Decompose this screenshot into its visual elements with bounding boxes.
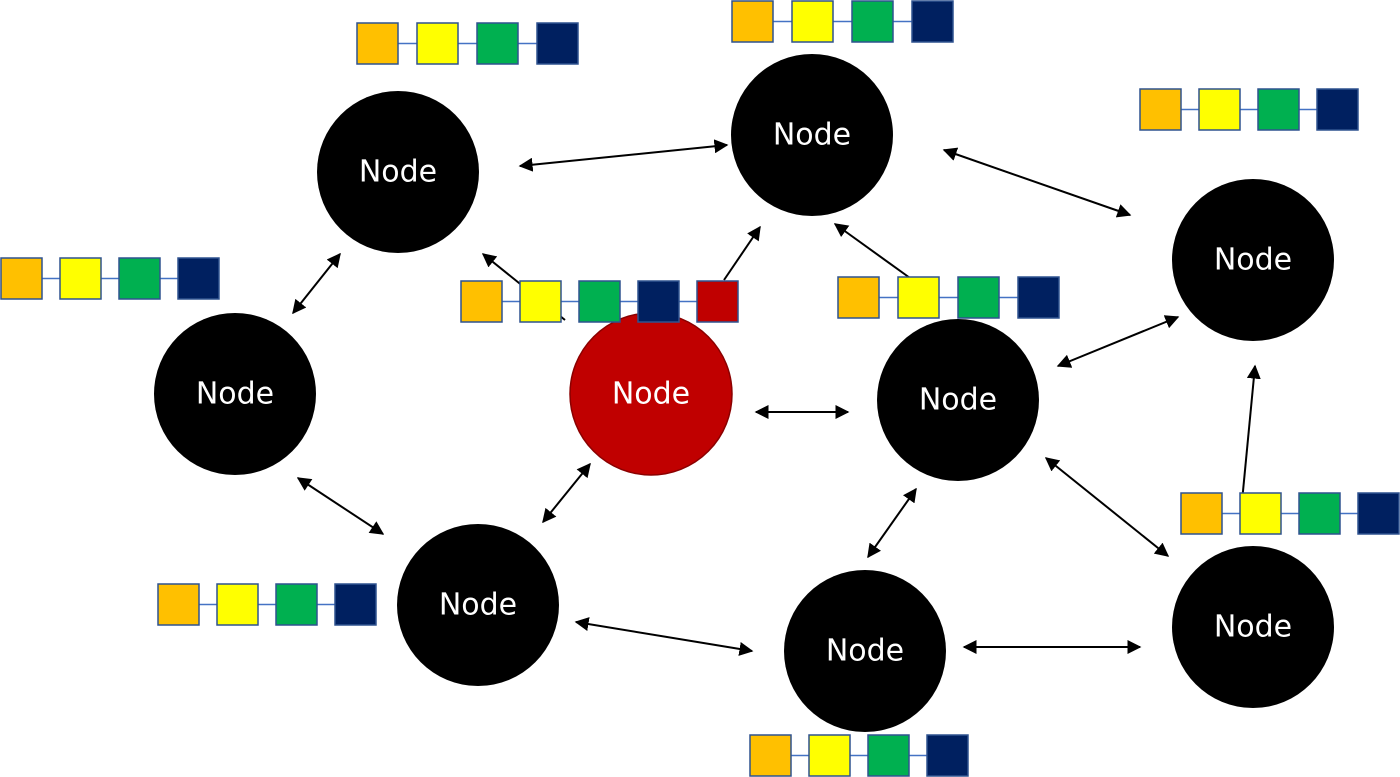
block-1 xyxy=(157,583,200,626)
node-label: Node xyxy=(919,383,997,418)
node-n3: Node xyxy=(1172,179,1334,341)
block-chain-c6 xyxy=(837,276,1060,319)
block-chain-c4 xyxy=(0,257,220,300)
block-1 xyxy=(837,276,880,319)
block-3 xyxy=(476,22,519,65)
node-n5: Node xyxy=(397,524,559,686)
block-chain-c2 xyxy=(731,0,954,43)
node-circle xyxy=(154,313,316,475)
edge-arrow-n6-n5 xyxy=(542,462,591,524)
node-label: Node xyxy=(1214,243,1292,278)
node-circle xyxy=(784,570,946,732)
block-3 xyxy=(275,583,318,626)
block-2 xyxy=(1198,88,1241,131)
block-2 xyxy=(791,0,834,43)
node-n9: Node xyxy=(1172,546,1334,708)
edge-arrow-n1-n2 xyxy=(518,139,729,172)
block-chain-c1 xyxy=(356,22,579,65)
block-4 xyxy=(637,280,680,323)
edge-arrow-n4-n5 xyxy=(296,477,385,535)
block-3 xyxy=(578,280,621,323)
block-4 xyxy=(926,734,969,777)
node-label: Node xyxy=(773,118,851,153)
node-label: Node xyxy=(826,634,904,669)
node-circle xyxy=(1172,546,1334,708)
edge-arrow-n6-n2 xyxy=(723,225,761,281)
block-2 xyxy=(416,22,459,65)
block-3 xyxy=(851,0,894,43)
block-chain-c3 xyxy=(1139,88,1359,131)
node-n1: Node xyxy=(317,91,479,253)
node-label: Node xyxy=(196,377,274,412)
block-chain-c7 xyxy=(1180,492,1400,535)
block-4 xyxy=(1316,88,1359,131)
block-1 xyxy=(731,0,774,43)
block-3 xyxy=(867,734,910,777)
block-3 xyxy=(1298,492,1341,535)
edge-arrow-n7-n9 xyxy=(1044,457,1170,557)
block-4 xyxy=(911,0,954,43)
node-label: Node xyxy=(439,588,517,623)
block-4 xyxy=(536,22,579,65)
block-1 xyxy=(749,734,792,777)
node-n4: Node xyxy=(154,313,316,475)
edge-arrow-n5-n8 xyxy=(574,617,754,656)
block-4 xyxy=(1017,276,1060,319)
node-n7: Node xyxy=(877,319,1039,481)
node-circle xyxy=(1172,179,1334,341)
block-3 xyxy=(957,276,1000,319)
node-circle xyxy=(877,319,1039,481)
block-1 xyxy=(356,22,399,65)
node-n2: Node xyxy=(731,54,893,216)
node-n8: Node xyxy=(784,570,946,732)
block-2 xyxy=(808,734,851,777)
node-label: Node xyxy=(612,377,690,412)
block-3 xyxy=(1257,88,1300,131)
block-2 xyxy=(1239,492,1282,535)
block-chain-c9 xyxy=(749,734,969,777)
block-4 xyxy=(177,257,220,300)
block-1 xyxy=(1180,492,1223,535)
block-1 xyxy=(460,280,503,323)
node-label: Node xyxy=(1214,610,1292,645)
edge-arrow-n7-n3 xyxy=(1056,315,1180,368)
block-2 xyxy=(216,583,259,626)
edge-arrow-n2-n3 xyxy=(942,147,1132,218)
edge-arrow-n10-n3 xyxy=(1240,364,1261,513)
block-2 xyxy=(519,280,562,323)
block-chain-c5 xyxy=(460,280,739,323)
node-n6: Node xyxy=(569,312,733,476)
block-4 xyxy=(1357,492,1400,535)
block-1 xyxy=(0,257,43,300)
block-chain-c8 xyxy=(157,583,377,626)
block-2 xyxy=(897,276,940,319)
edge-arrow-n7-n8 xyxy=(867,487,917,559)
node-label: Node xyxy=(359,155,437,190)
block-3 xyxy=(118,257,161,300)
block-5 xyxy=(696,280,739,323)
block-4 xyxy=(334,583,377,626)
node-circle xyxy=(397,524,559,686)
block-1 xyxy=(1139,88,1182,131)
node-circle xyxy=(317,91,479,253)
block-2 xyxy=(59,257,102,300)
node-circle xyxy=(731,54,893,216)
edge-arrow-n1-n4 xyxy=(292,252,341,315)
edge-arrow-n7-n2 xyxy=(833,223,911,279)
